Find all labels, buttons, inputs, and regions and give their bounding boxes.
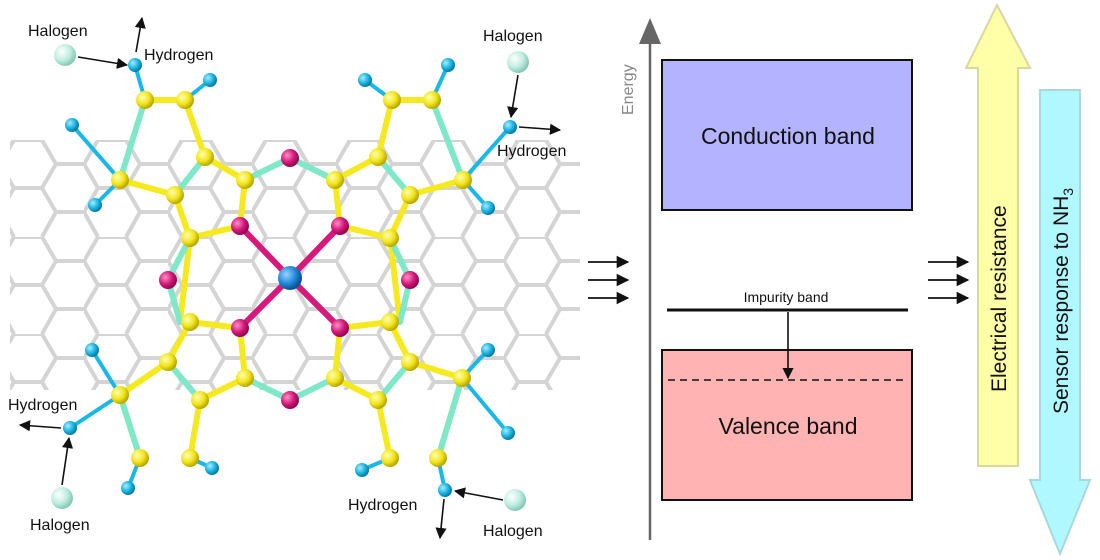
hydrogen-atoms: [63, 58, 517, 497]
impurity-band-label: Impurity band: [744, 289, 829, 305]
sensor-response-down-arrow: [1028, 89, 1092, 557]
atom-labels: Halogen Hydrogen Halogen Hydrogen Hydrog…: [8, 23, 566, 540]
carbon-atoms: [111, 91, 472, 467]
energy-axis: Energy: [620, 18, 661, 540]
label-hydrogen-top-right: Hydrogen: [497, 143, 566, 160]
label-halogen-bottom-left: Halogen: [30, 517, 90, 534]
resistance-label: Electrical resistance: [988, 205, 1011, 392]
resistance-up-arrow: [964, 2, 1032, 467]
input-arrows: [588, 255, 630, 305]
label-hydrogen-bottom-left: Hydrogen: [8, 397, 77, 414]
label-halogen-top-left: Halogen: [28, 23, 88, 40]
conduction-band-box: [661, 59, 913, 211]
halogen-atoms: [51, 44, 529, 511]
sensor-response-label: Sensor response to NH3: [1050, 188, 1076, 414]
label-halogen-bottom-right: Halogen: [483, 523, 543, 540]
label-hydrogen-bottom-right: Hydrogen: [348, 497, 417, 514]
output-arrows: [928, 255, 970, 305]
label-hydrogen-top-left: Hydrogen: [144, 47, 213, 64]
valence-band-label: Valence band: [719, 413, 858, 439]
label-halogen-top-right: Halogen: [483, 28, 543, 45]
conduction-band-label: Conduction band: [701, 123, 875, 149]
nitrogen-atoms: [159, 149, 419, 409]
energy-axis-label: Energy: [620, 64, 637, 115]
halogen-transfer-arrows: [18, 16, 562, 540]
metal-atom: [278, 266, 302, 290]
